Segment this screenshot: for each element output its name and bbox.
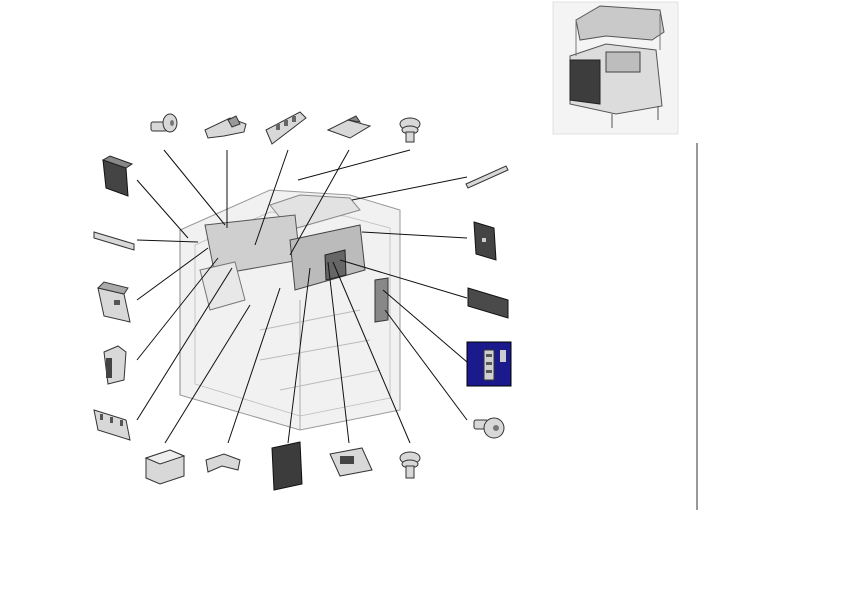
panel-icon bbox=[473, 221, 497, 261]
rod-icon bbox=[93, 231, 135, 251]
shoulder-screw-icon bbox=[150, 113, 178, 133]
block-icon bbox=[144, 449, 186, 485]
cover-panel-icon bbox=[97, 281, 131, 323]
overview-thumbnail bbox=[552, 1, 679, 135]
connector-icon bbox=[103, 345, 127, 385]
rod-icon bbox=[465, 165, 509, 189]
cover-panel-icon bbox=[101, 155, 134, 197]
bracket-icon bbox=[329, 447, 373, 477]
plate-icon bbox=[326, 115, 372, 139]
machine-frame bbox=[179, 189, 401, 431]
rail-icon bbox=[265, 111, 307, 145]
circuit-board-icon bbox=[466, 341, 512, 387]
bracket-icon bbox=[93, 409, 131, 441]
screw-icon bbox=[473, 417, 505, 439]
plate-icon bbox=[467, 287, 509, 319]
bracket-icon bbox=[204, 115, 247, 139]
screw-icon bbox=[399, 451, 421, 479]
clip-icon bbox=[205, 453, 241, 473]
leader-lines bbox=[136, 149, 468, 444]
panel-icon bbox=[271, 441, 303, 491]
screw-icon bbox=[399, 117, 421, 143]
